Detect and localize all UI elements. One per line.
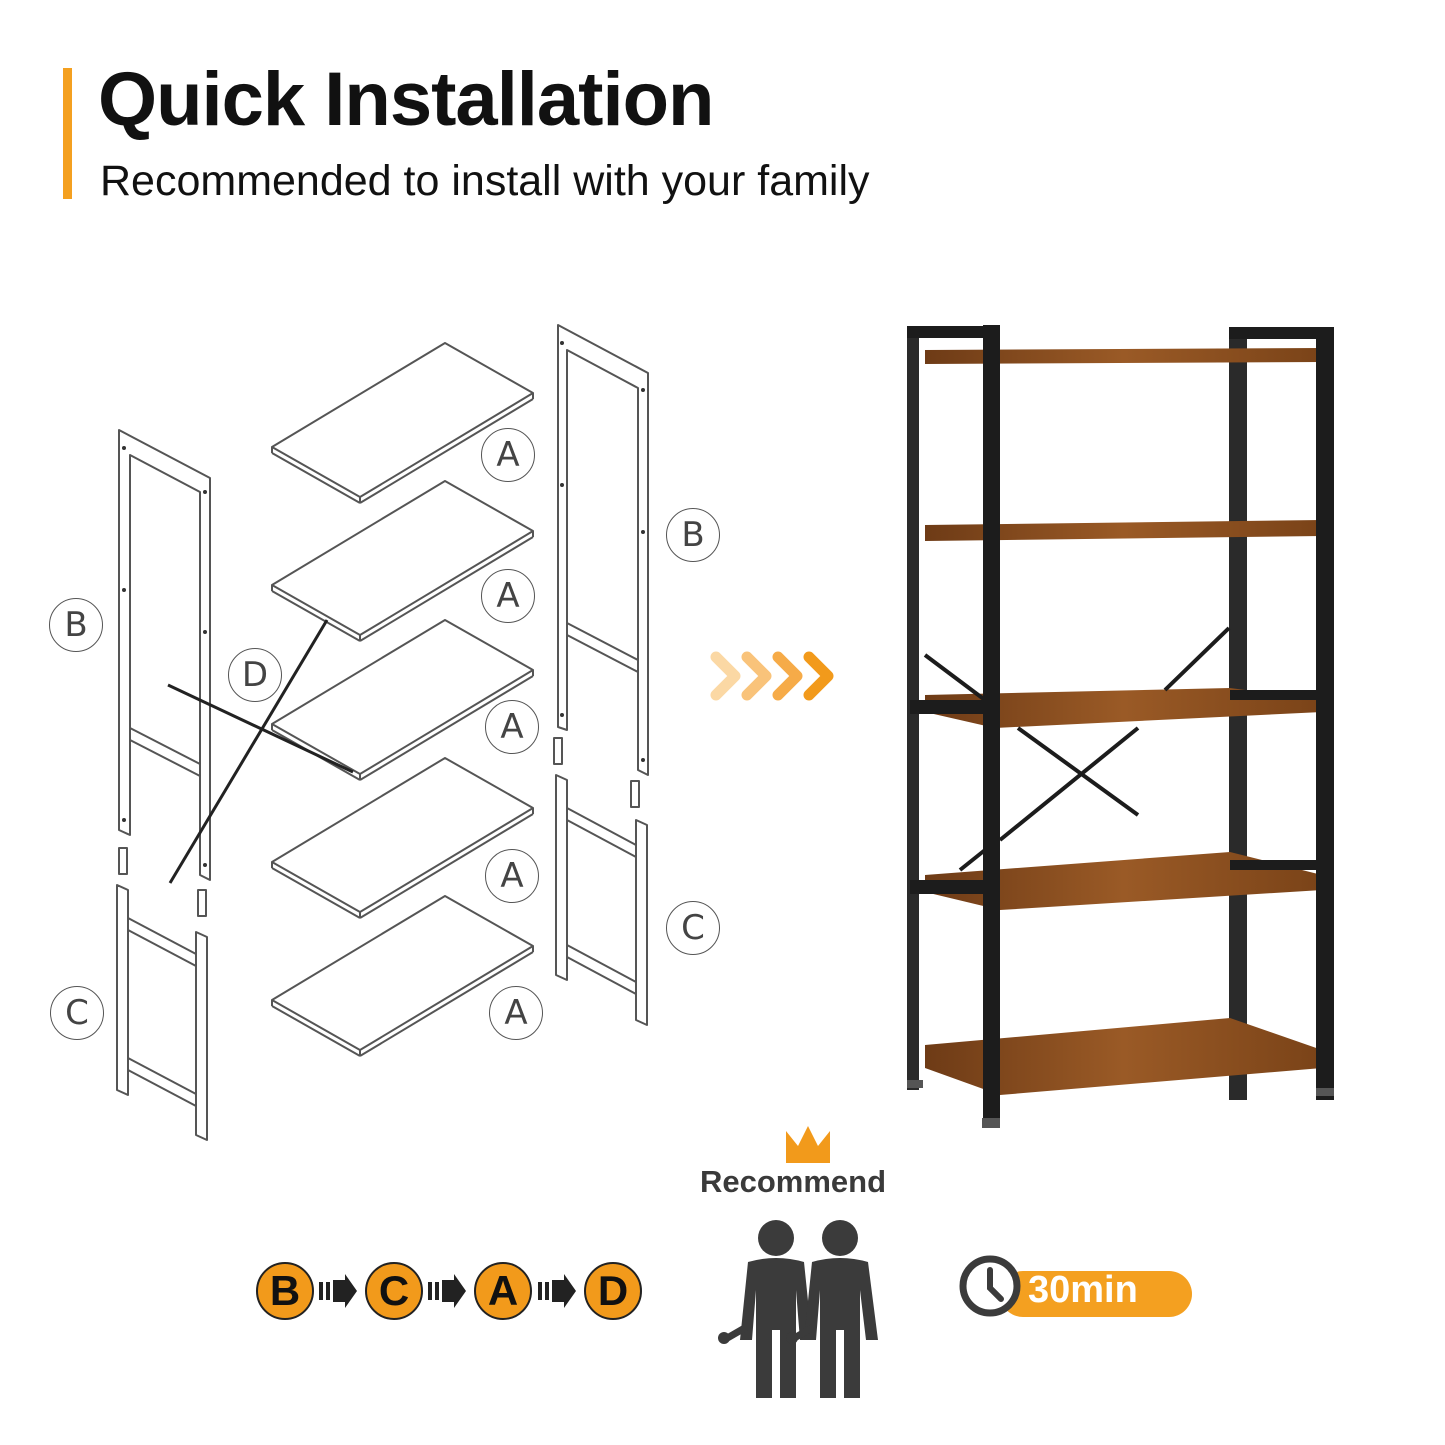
page-title: Quick Installation bbox=[98, 57, 714, 142]
shelf-panel bbox=[271, 895, 534, 1057]
step-4-badge: D bbox=[584, 1262, 642, 1320]
upper-side-frame-right bbox=[557, 324, 649, 776]
callout-lower-frame: C bbox=[50, 986, 104, 1040]
callout-lower-frame: C bbox=[666, 901, 720, 955]
shelf-panel bbox=[271, 342, 534, 504]
page-subtitle: Recommended to install with your family bbox=[100, 157, 870, 205]
install-time-label: 30min bbox=[1028, 1269, 1138, 1311]
lower-side-frame-right bbox=[553, 737, 648, 1026]
upper-side-frame-left bbox=[118, 429, 211, 881]
callout-shelf: A bbox=[485, 700, 539, 754]
callout-shelf: A bbox=[481, 569, 535, 623]
step-3-badge: A bbox=[474, 1262, 532, 1320]
step-1-badge: B bbox=[256, 1262, 314, 1320]
callout-upper-frame: B bbox=[666, 508, 720, 562]
lower-side-frame-left bbox=[116, 847, 208, 1141]
callout-cross-brace: D bbox=[228, 648, 282, 702]
callout-shelf: A bbox=[485, 849, 539, 903]
callout-upper-frame: B bbox=[49, 598, 103, 652]
cross-brace bbox=[167, 619, 354, 884]
shelf-panel bbox=[271, 757, 534, 919]
step-2-badge: C bbox=[365, 1262, 423, 1320]
callout-shelf: A bbox=[481, 428, 535, 482]
callout-shelf: A bbox=[489, 986, 543, 1040]
recommend-label: Recommend bbox=[700, 1164, 887, 1199]
shelf-panel bbox=[271, 480, 534, 642]
time-badge bbox=[1000, 1271, 1192, 1317]
accent-bar bbox=[63, 68, 72, 199]
